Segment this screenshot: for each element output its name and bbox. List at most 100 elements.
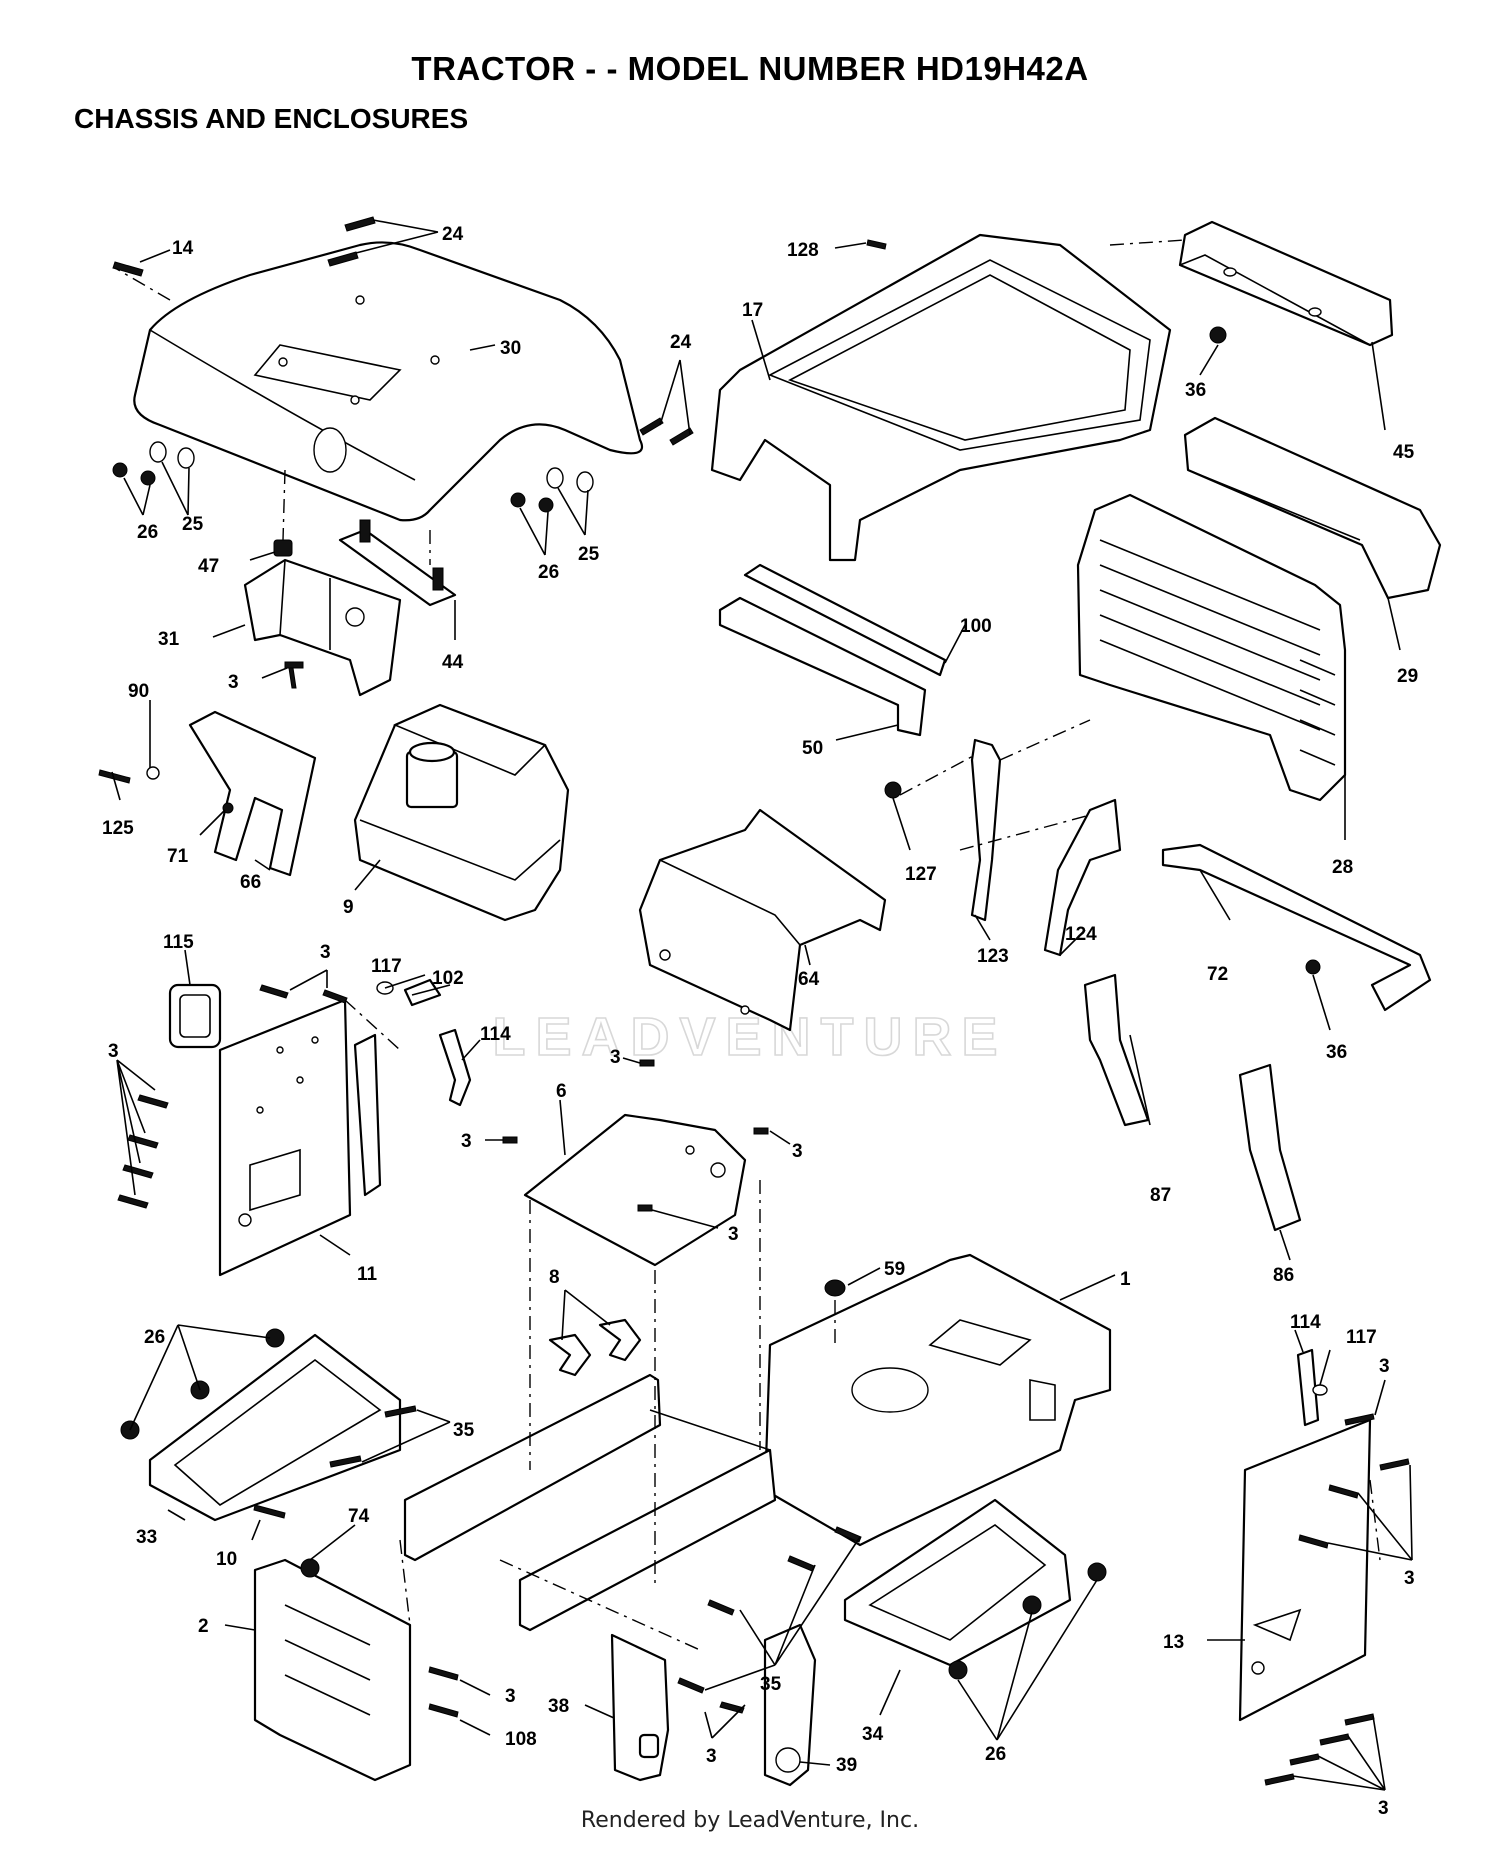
callout-6: 6 <box>556 1081 567 1102</box>
callout-3-bracket: 3 <box>228 672 239 693</box>
part-panel-66 <box>188 710 317 877</box>
callout-24-right: 24 <box>670 332 692 353</box>
callout-35-center: 35 <box>760 1674 782 1695</box>
callout-114-left: 114 <box>480 1024 511 1045</box>
callout-45: 45 <box>1393 442 1415 463</box>
part-bracket-50 <box>718 596 927 737</box>
part-link-114-right <box>1296 1348 1320 1427</box>
screw-3-bracket <box>284 661 304 689</box>
alignment-lines <box>114 239 1381 1651</box>
callout-117-left: 117 <box>371 956 402 977</box>
nut-127 <box>884 781 902 799</box>
part-bracket-31 <box>243 558 402 697</box>
callout-71: 71 <box>167 846 189 867</box>
part-bracket-44 <box>338 519 457 607</box>
callout-72: 72 <box>1207 964 1228 985</box>
callout-29: 29 <box>1397 666 1418 687</box>
callout-114-right: 114 <box>1290 1312 1321 1333</box>
callout-35-left: 35 <box>453 1420 475 1441</box>
callout-17: 17 <box>742 300 763 321</box>
nut-74 <box>300 1558 320 1578</box>
part-bracket-38 <box>610 1633 670 1782</box>
callout-26-foot-left: 26 <box>144 1327 165 1348</box>
callout-36-side: 36 <box>1326 1042 1347 1063</box>
part-dash-9 <box>353 703 570 922</box>
nuts-26-right-foot <box>948 1562 1107 1680</box>
washer-117-right <box>1312 1384 1328 1396</box>
callout-13: 13 <box>1163 1632 1184 1653</box>
callout-36-top: 36 <box>1185 380 1206 401</box>
callout-102: 102 <box>432 968 464 989</box>
nut-36-top <box>1209 326 1227 344</box>
callout-39: 39 <box>836 1755 857 1776</box>
callout-34: 34 <box>862 1724 884 1745</box>
callout-47: 47 <box>198 556 219 577</box>
callout-26-right: 26 <box>538 562 559 583</box>
callout-64: 64 <box>798 969 820 990</box>
callout-8: 8 <box>549 1267 560 1288</box>
callout-38: 38 <box>548 1696 569 1717</box>
callout-28: 28 <box>1332 857 1353 878</box>
callout-123: 123 <box>977 946 1009 967</box>
part-bumper-47 <box>273 539 293 557</box>
part-frame-rail-left <box>403 1373 777 1632</box>
callout-14: 14 <box>172 238 194 259</box>
callout-26-foot-right: 26 <box>985 1744 1006 1765</box>
callout-108: 108 <box>505 1729 537 1750</box>
callout-9: 9 <box>343 897 354 918</box>
part-footrest-34 <box>843 1498 1072 1667</box>
callout-66: 66 <box>240 872 261 893</box>
callout-24-top: 24 <box>442 224 464 245</box>
part-bracket-39 <box>763 1623 817 1787</box>
callout-26-left: 26 <box>137 522 158 543</box>
part-grille-29 <box>1183 416 1442 600</box>
callout-3-right-top: 3 <box>1379 1356 1390 1377</box>
callout-50: 50 <box>802 738 823 759</box>
part-hood-17 <box>710 233 1172 562</box>
callout-3-left-group: 3 <box>108 1041 119 1062</box>
callout-44: 44 <box>442 652 464 673</box>
callout-3-floor-bottom: 3 <box>728 1224 739 1245</box>
bolt-10 <box>253 1504 286 1519</box>
bolts-35-left <box>329 1405 417 1468</box>
callout-3-plate: 3 <box>505 1686 516 1707</box>
callout-117-right: 117 <box>1346 1327 1377 1348</box>
callout-1: 1 <box>1120 1269 1131 1290</box>
callout-33: 33 <box>136 1527 157 1548</box>
callout-25-right: 25 <box>578 544 600 565</box>
part-floor-plate-6 <box>523 1113 747 1267</box>
part-frame-1 <box>763 1253 1112 1547</box>
callout-labels: 14 24 30 24 26 25 26 25 47 31 44 3 90 12… <box>102 224 1418 1819</box>
callout-59: 59 <box>884 1259 905 1280</box>
part-bracket-123 <box>970 738 1002 922</box>
callout-124: 124 <box>1065 924 1097 945</box>
callout-2: 2 <box>198 1616 209 1637</box>
nut-59 <box>824 1279 846 1297</box>
diagram-subtitle: CHASSIS AND ENCLOSURES <box>74 103 469 134</box>
part-bracket-124 <box>1043 798 1122 957</box>
callout-3-floor-left: 3 <box>461 1131 472 1152</box>
part-plate-2 <box>253 1558 412 1782</box>
callout-3-floor-top: 3 <box>610 1047 621 1068</box>
part-frame-support-64 <box>638 808 887 1032</box>
part-side-plate-11 <box>218 998 352 1277</box>
callout-86: 86 <box>1273 1265 1294 1286</box>
screws-3-left-plate <box>117 984 348 1209</box>
part-grommet-115 <box>168 983 222 1049</box>
part-fender <box>133 241 643 522</box>
diagram-title: TRACTOR - - MODEL NUMBER HD19H42A <box>411 50 1089 87</box>
callout-3-right-mid: 3 <box>1404 1568 1415 1589</box>
hood-screw-128 <box>866 239 887 250</box>
callout-3-upper: 3 <box>320 942 331 963</box>
fasteners-90-125-71 <box>98 766 234 814</box>
callout-127: 127 <box>905 864 937 885</box>
callout-3-bracket-bottom: 3 <box>706 1746 717 1767</box>
callout-25-left: 25 <box>182 514 204 535</box>
part-bracket-72 <box>1161 843 1432 1012</box>
part-clip-8 <box>548 1318 642 1377</box>
part-bracket-left-vert <box>353 1033 382 1197</box>
part-rail-100 <box>743 563 947 677</box>
leader-lines <box>111 219 1413 1791</box>
part-footrest-33 <box>148 1333 402 1522</box>
